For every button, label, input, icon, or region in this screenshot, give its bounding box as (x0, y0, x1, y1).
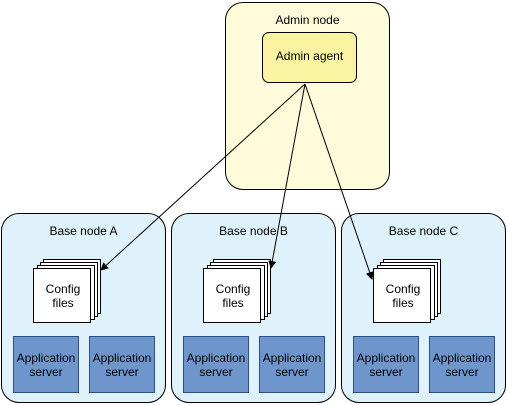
admin-node: Admin node Admin agent (225, 2, 390, 190)
config-files-a: Config files (33, 259, 103, 327)
application-server-c1: Application server (353, 336, 419, 393)
base-node-a: Base node A Config files Application ser… (1, 213, 166, 403)
arrow-to-node-c (304, 83, 374, 280)
admin-agent-box: Admin agent (262, 32, 357, 83)
base-node-b: Base node B Config files Application ser… (171, 213, 336, 403)
base-node-c-title: Base node C (388, 224, 459, 238)
application-server-a2: Application server (89, 336, 155, 393)
config-file-sheet: Config files (203, 268, 261, 323)
arrow-to-node-a (100, 83, 306, 271)
config-files-label-a: Config files (45, 282, 81, 310)
config-file-sheet: Config files (373, 268, 431, 323)
arrow-to-node-b (268, 83, 306, 269)
application-server-b2: Application server (259, 336, 325, 393)
application-server-c2: Application server (429, 336, 495, 393)
config-files-label-c: Config files (385, 282, 421, 310)
base-node-a-title: Base node A (49, 224, 118, 238)
application-server-a1: Application server (13, 336, 79, 393)
config-files-c: Config files (373, 259, 443, 327)
application-server-b1: Application server (183, 336, 249, 393)
base-node-b-title: Base node B (219, 224, 288, 238)
admin-agent-label: Admin agent (275, 49, 344, 63)
config-file-sheet: Config files (33, 268, 91, 323)
config-files-label-b: Config files (215, 282, 251, 310)
admin-node-title: Admin node (275, 13, 340, 27)
base-node-c: Base node C Config files Application ser… (341, 213, 506, 403)
config-files-b: Config files (203, 259, 273, 327)
